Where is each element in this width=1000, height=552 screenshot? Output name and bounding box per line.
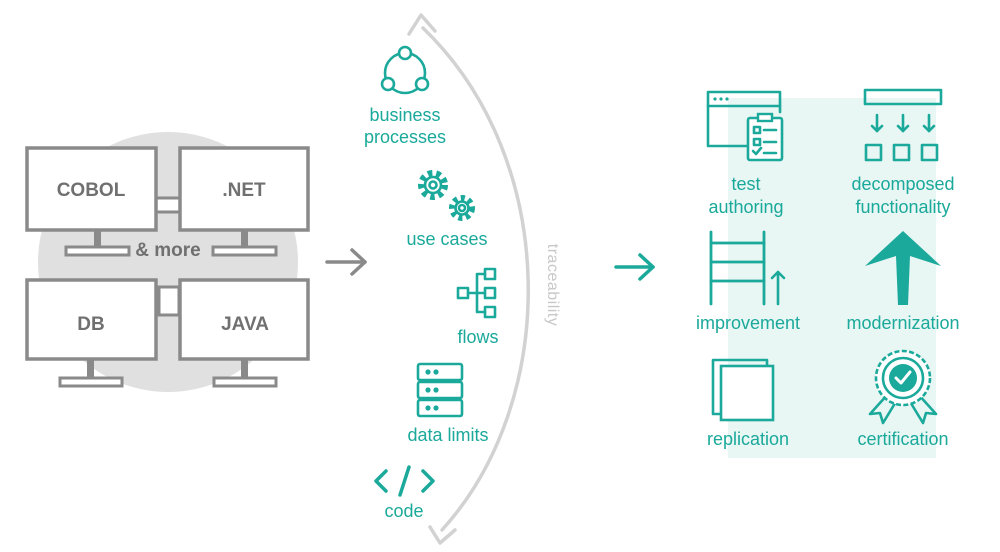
modernization-arrow-up-icon — [865, 231, 941, 305]
monitor-java: JAVA — [178, 278, 310, 388]
modernization-label: modernization — [846, 313, 959, 333]
decompose-icon — [863, 88, 943, 162]
business-processes-item: business processes — [364, 45, 446, 147]
monitor-screen — [25, 146, 158, 232]
replication-item: replication — [707, 358, 789, 449]
connector-bottom — [157, 285, 181, 317]
test-clipboard-icon — [706, 90, 784, 162]
decomposed-label-line2: functionality — [855, 197, 950, 217]
test-authoring-label-line2: authoring — [708, 197, 783, 217]
database-server-icon — [416, 362, 464, 418]
monitor-screen — [178, 146, 310, 232]
business-processes-label-line2: processes — [364, 127, 446, 147]
use-cases-item: use cases — [406, 170, 488, 249]
arrow-right-gray-icon — [325, 248, 367, 276]
monitor-base — [58, 376, 124, 388]
replication-label: replication — [707, 429, 789, 449]
flow-tree-icon — [456, 267, 497, 319]
flows-label: flows — [457, 327, 498, 347]
test-authoring-item: test authoring — [706, 90, 784, 217]
ladder-icon — [709, 230, 766, 306]
connectors — [153, 196, 185, 317]
monitor-screen — [178, 278, 310, 361]
system-label-db: DB — [77, 314, 104, 335]
system-label-net: .NET — [222, 180, 266, 201]
monitor-stand — [241, 359, 248, 381]
monitor-base — [211, 245, 278, 257]
monitor-db: DB — [25, 278, 158, 388]
business-processes-label-line1: business — [369, 105, 440, 125]
data-limits-label: data limits — [407, 425, 488, 445]
code-label: code — [384, 501, 423, 521]
monitor-base — [212, 376, 278, 388]
up-arrow-icon — [770, 270, 786, 306]
modernization-item: modernization — [846, 231, 960, 333]
monitor-cobol: COBOL — [25, 146, 158, 257]
use-cases-label: use cases — [406, 229, 487, 249]
monitor-screen — [25, 278, 158, 361]
monitor-base — [64, 245, 131, 257]
traceability-label: traceability — [544, 244, 561, 326]
arc-arrowhead-bottom-icon — [428, 525, 457, 545]
code-brackets-icon — [374, 465, 435, 497]
arrow-right-teal-icon — [614, 253, 655, 281]
copy-squares-icon — [711, 358, 775, 422]
business-process-cycle-icon — [380, 45, 430, 95]
arc-arrowhead-top-icon — [407, 13, 437, 36]
flows-item: flows — [456, 267, 499, 347]
monitor-net: .NET — [178, 146, 310, 257]
decomposed-functionality-item: decomposed functionality — [851, 88, 955, 217]
test-authoring-label-line1: test — [731, 174, 760, 194]
improvement-label: improvement — [696, 313, 800, 333]
gears-icon — [418, 170, 475, 221]
monitor-stand — [94, 230, 101, 250]
code-item: code — [374, 465, 435, 521]
legacy-systems-group: COBOL .NET DB JAVA & more — [25, 132, 310, 392]
monitor-stand — [87, 359, 94, 381]
traceability-arc: traceability — [407, 13, 561, 545]
certification-label: certification — [857, 429, 948, 449]
data-limits-item: data limits — [407, 362, 489, 445]
monitor-stand — [241, 230, 248, 250]
certification-item: certification — [857, 349, 949, 449]
certification-badge-icon — [868, 349, 938, 425]
system-label-more: & more — [135, 240, 200, 261]
decomposed-label-line1: decomposed — [851, 174, 954, 194]
improvement-item: improvement — [696, 230, 800, 333]
system-label-cobol: COBOL — [57, 180, 126, 201]
system-label-java: JAVA — [221, 314, 269, 335]
